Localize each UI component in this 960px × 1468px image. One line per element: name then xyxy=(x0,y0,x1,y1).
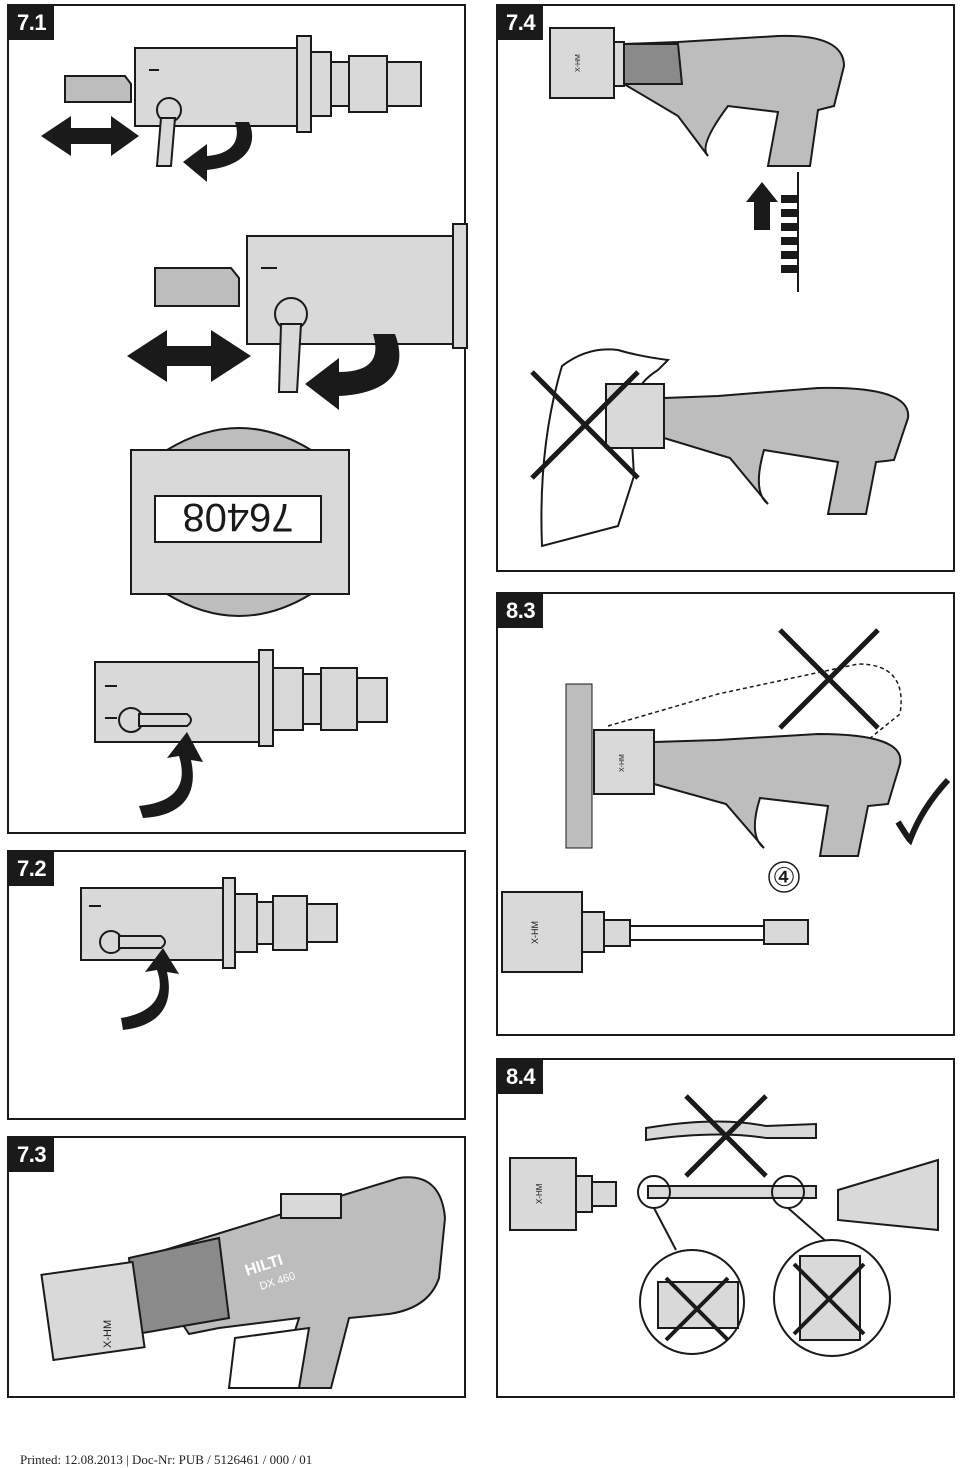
cross-mark xyxy=(684,1094,768,1178)
wall xyxy=(565,683,593,849)
panel-7-4: 7.4 X-HM xyxy=(496,4,955,572)
footer-print-info: Printed: 12.08.2013 | Doc-Nr: PUB / 5126… xyxy=(20,1452,313,1467)
double-arrow xyxy=(41,116,139,156)
panel-label: 7.1 xyxy=(9,6,55,40)
circled-number: ④ xyxy=(772,863,795,893)
panel-label: 7.4 xyxy=(498,6,544,40)
slider-part xyxy=(64,75,132,103)
illustration-7-1: 76408 xyxy=(41,35,468,818)
magazine-label: X-HM xyxy=(619,754,626,772)
barrel-drawing xyxy=(134,35,422,167)
up-arrow xyxy=(746,182,778,230)
magazine-label-2: X-HM xyxy=(530,921,540,944)
illustration-8-3: X-HM ④ X-HM xyxy=(501,628,951,973)
barrel-assembly xyxy=(501,891,809,973)
illustration-7-4: X-HM xyxy=(530,27,910,548)
cross-mark xyxy=(778,628,880,730)
check-mark xyxy=(895,777,951,846)
illustration-7-2 xyxy=(80,877,338,1030)
circled-number-ring xyxy=(768,861,800,893)
nail-strip xyxy=(781,172,799,292)
panel-label: 8.4 xyxy=(498,1060,544,1094)
curved-arrow xyxy=(183,122,253,182)
panel-8-3: 8.3 X-HM ④ X-HM xyxy=(496,592,955,1036)
panel-8-4: 8.4 X-HM xyxy=(496,1058,955,1398)
cross-mark xyxy=(530,370,640,480)
illustration-8-4: X-HM xyxy=(509,1094,939,1357)
panel-7-2: 7.2 xyxy=(7,850,466,1120)
magazine-label: X-HM xyxy=(102,1320,114,1348)
nail-gun-drawing xyxy=(40,1176,447,1389)
magazine-label: X-HM xyxy=(535,1183,544,1204)
panel-label: 7.2 xyxy=(9,852,55,886)
magazine-label: X-HM xyxy=(575,54,582,72)
illustration-7-3: HILTI DX 460 X-HM xyxy=(40,1176,447,1389)
panel-label: 7.3 xyxy=(9,1138,55,1172)
panel-label: 8.3 xyxy=(498,594,544,628)
panel-7-3: 7.3 HILTI DX 460 X-HM xyxy=(7,1136,466,1398)
counter-digits: 76408 xyxy=(182,495,293,539)
counter-drawing xyxy=(130,427,350,617)
panel-7-1: 7.1 xyxy=(7,4,468,834)
